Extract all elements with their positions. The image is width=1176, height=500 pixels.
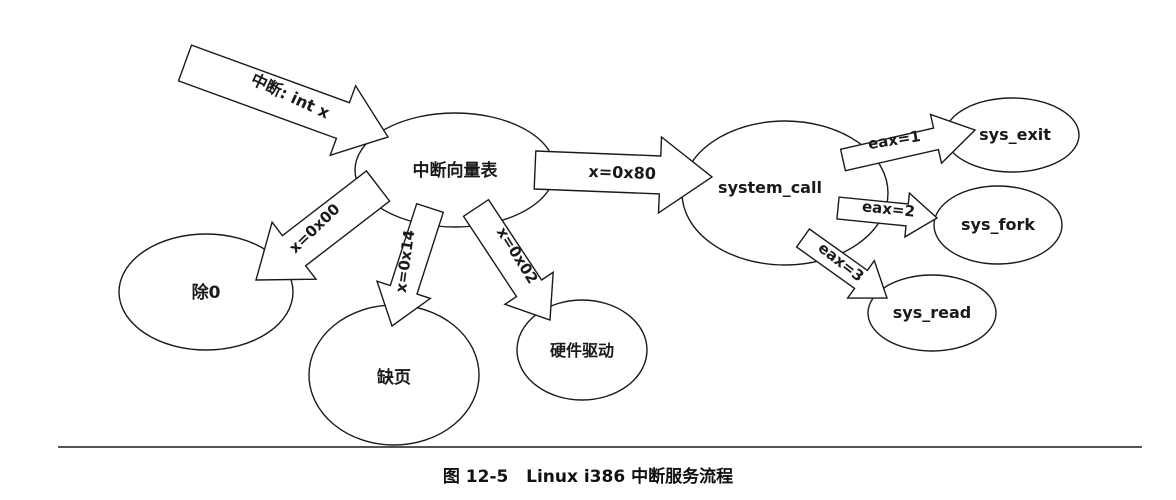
label-div-zero: 除0 (192, 282, 221, 303)
arrow-interrupt (177, 44, 390, 157)
label-arrow-x80: x=0x80 (588, 162, 656, 183)
arrow-x80 (533, 135, 714, 215)
label-hw-driver: 硬件驱动 (550, 341, 614, 360)
arrow-eax3 (795, 228, 888, 299)
label-sys-exit: sys_exit (979, 125, 1051, 144)
label-system-call: system_call (718, 178, 822, 197)
node-sys-fork (933, 185, 1063, 265)
arrow-layer (177, 44, 977, 328)
label-sys-read: sys_read (893, 303, 971, 322)
arrow-eax2 (836, 191, 939, 239)
label-arrow-eax2: eax=2 (861, 197, 916, 220)
label-page-fault: 缺页 (377, 367, 411, 388)
label-sys-fork: sys_fork (961, 215, 1035, 234)
node-hw-driver (516, 299, 648, 401)
arrow-x00 (255, 169, 391, 281)
figure-caption: 图 12-5 Linux i386 中断服务流程 (443, 466, 733, 487)
arrow-x14 (375, 202, 445, 328)
arrow-x02 (462, 198, 554, 321)
node-sys-read (867, 274, 997, 352)
label-vector-table: 中断向量表 (413, 160, 499, 181)
node-div-zero (118, 233, 294, 351)
arrow-eax1 (839, 113, 977, 172)
